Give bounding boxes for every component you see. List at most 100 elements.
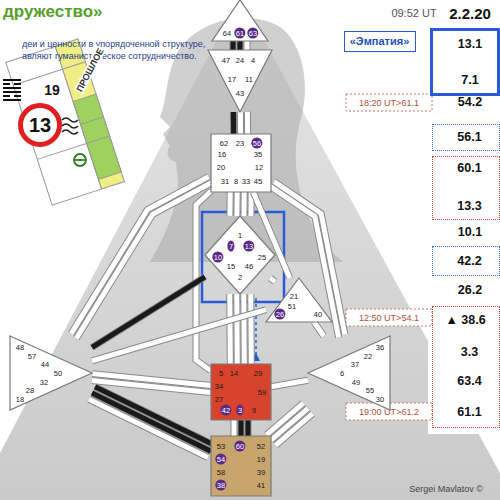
channel: [247, 41, 248, 50]
channel-outline: [233, 192, 240, 216]
calendar-wheel: [6, 39, 125, 205]
channel: [229, 192, 230, 216]
channel-outline: [244, 112, 251, 134]
transit-note: 12:50 UT>54.1: [358, 313, 420, 323]
watermark: Sergei Mavlatov ©: [409, 484, 483, 494]
gate-number: 51: [288, 302, 296, 311]
gate-number: 19: [43, 82, 61, 98]
channel-outline: [266, 403, 303, 435]
gate-value: 54.2: [458, 95, 482, 109]
value-box: 42.2: [432, 246, 500, 276]
channel-line: [231, 112, 236, 134]
gate-number: 29: [254, 369, 262, 378]
center-outline: [266, 278, 332, 322]
gate-number: 18: [16, 395, 24, 404]
head-center: 646163: [212, 0, 268, 41]
channel: [314, 322, 324, 336]
center-outline: [205, 216, 275, 294]
gate-number: 13: [243, 241, 254, 252]
gate-number: 58: [217, 468, 225, 477]
channel-outline: [230, 41, 237, 50]
channel-line: [92, 277, 205, 348]
channel-outline: [245, 420, 252, 436]
gate-number: 54: [215, 454, 226, 465]
channel-line: [238, 112, 243, 134]
sacral-center: 514293427594239: [211, 364, 271, 420]
channel-line: [241, 192, 246, 216]
time-stamp: 09:52 UT: [391, 7, 436, 19]
channel: [271, 380, 308, 387]
channel-line: [271, 380, 308, 387]
gate-value: 63.4: [457, 374, 481, 388]
value-box: 13.17.1: [430, 28, 500, 96]
channel-outline: [240, 192, 247, 216]
center-outline: [211, 436, 271, 496]
value-box: 56.1: [432, 124, 500, 151]
channel-line: [239, 420, 244, 436]
channel-outline: [233, 294, 241, 364]
channel: [243, 192, 244, 216]
gate-value: 42.2: [457, 254, 481, 268]
gate-number: 62: [220, 139, 228, 148]
earth-symbol: [74, 154, 86, 166]
channel: [270, 278, 275, 282]
channel: [95, 387, 214, 445]
highlight-frame: [202, 212, 284, 302]
gate-number: 16: [218, 150, 226, 159]
gate-number: 4: [251, 56, 255, 65]
channel-outline: [237, 112, 244, 134]
channel-line: [227, 192, 232, 216]
gate-number: 59: [258, 388, 266, 397]
channel: [71, 177, 208, 334]
channel-line: [92, 310, 266, 361]
gate-number: 50: [54, 369, 62, 378]
channel-outline: [238, 420, 245, 436]
gate-value: ▲ 38.6: [445, 313, 485, 327]
channel: [266, 403, 303, 435]
gate-number: 10: [212, 252, 223, 263]
channel-outline: [247, 294, 255, 364]
root-center: 536052541958393841: [211, 436, 271, 496]
gate-circle: 13: [18, 103, 62, 147]
channel-outline: [271, 380, 308, 387]
spleen-center: 48574450322818: [10, 336, 92, 410]
channel-line: [245, 41, 250, 50]
gate-number: 28: [26, 386, 34, 395]
element-symbol: [62, 118, 78, 134]
gate-number: 1: [238, 231, 242, 240]
gate-value: 10.1: [458, 225, 482, 239]
gate-number: 40: [314, 310, 322, 319]
dashed-leader: [255, 298, 257, 356]
channel-line: [238, 41, 243, 50]
gate-number: 14: [230, 369, 238, 378]
gate-number: 11: [245, 75, 253, 84]
gate-number: 39: [257, 468, 265, 477]
channel-outline: [240, 294, 248, 364]
channel: [236, 294, 238, 364]
channel-outline: [226, 192, 233, 216]
channel-line: [234, 192, 239, 216]
channel: [247, 112, 248, 134]
channel-outline: [89, 399, 208, 457]
gate-number: 27: [215, 395, 223, 404]
gate-number: 64: [223, 29, 231, 38]
gate-number: 8: [234, 177, 238, 186]
channel-outline: [226, 294, 234, 364]
channel-outline: [95, 387, 214, 445]
gate-number: 9: [252, 406, 256, 415]
center-outline: [211, 364, 271, 420]
throat-center: 622356163520318334512: [211, 134, 271, 192]
channel-line: [245, 112, 250, 134]
channel: [89, 399, 208, 457]
g-center: 1713102515246: [205, 216, 275, 294]
subtitle-line: авляют гуманистическое сотрудничество.: [22, 51, 197, 61]
gate-number: 36: [376, 343, 384, 352]
channel: [240, 41, 241, 50]
channel-line: [227, 294, 233, 364]
channel-outline: [230, 112, 237, 134]
gate-number: 43: [236, 89, 244, 98]
channel-line: [89, 399, 208, 457]
channel-line: [248, 294, 254, 364]
value-box: ▲ 38.63.363.461.1: [432, 306, 500, 428]
keynote-box: «Эмпатия»: [344, 31, 416, 52]
